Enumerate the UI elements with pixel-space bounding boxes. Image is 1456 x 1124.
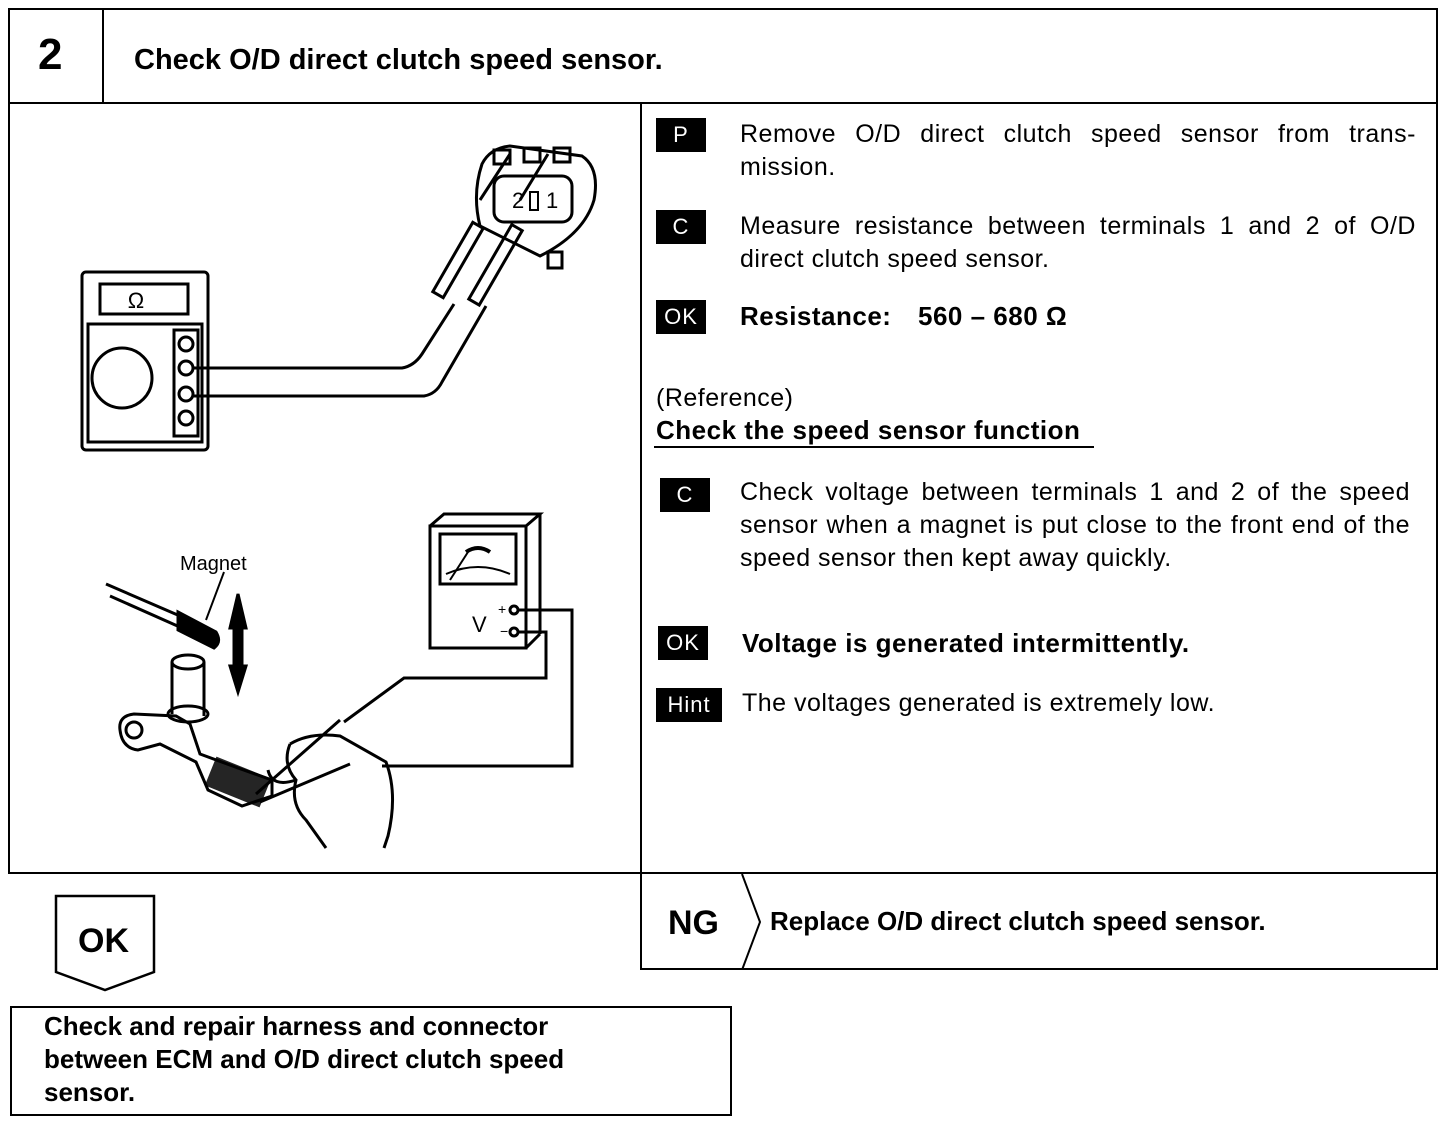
magnet-label: Magnet (180, 553, 247, 575)
step-number: 2 (38, 30, 63, 79)
step-check-voltage: Check voltage between terminals 1 and 2 … (740, 478, 1410, 572)
sensor-connector (475, 144, 597, 258)
ng-label: NG (668, 904, 719, 942)
speed-sensor-bracket (118, 712, 274, 808)
ok-action: Check and repair harness and connector b… (44, 1011, 565, 1107)
plus-label: + (498, 601, 506, 617)
ok-action-box (10, 1006, 732, 1116)
content-frame (8, 102, 1438, 874)
ok-result-tag (54, 894, 156, 992)
minus-label: − (500, 623, 508, 639)
ng-action: Replace O/D direct clutch speed sensor. (770, 906, 1266, 936)
voltmeter-label: V (472, 612, 487, 637)
badge-ok-1: OK (656, 300, 706, 334)
ng-arrow-divider (741, 874, 762, 970)
hand (266, 733, 395, 849)
ohmmeter-display (98, 282, 190, 316)
voltmeter-body (428, 524, 528, 650)
step-measure-resistance: Measure resistance between terminals 1 a… (740, 212, 1416, 273)
ng-result-box (640, 874, 1438, 970)
resistance-value: 560 – 680 Ω (918, 301, 1068, 331)
terminal-2-label: 2 (512, 188, 524, 213)
ohmmeter-panel (86, 322, 204, 444)
motion-arrow (227, 593, 249, 698)
hint-text: The voltages generated is extremely low. (742, 689, 1216, 717)
badge-ok-2: OK (658, 626, 708, 660)
probe-lower (466, 222, 525, 308)
badge-hint: Hint (656, 688, 722, 722)
terminal-1-label: 1 (546, 188, 558, 213)
ohmmeter-body (80, 270, 210, 452)
voltmeter-lead-minus (343, 630, 548, 724)
reference-title: Check the speed sensor function (656, 415, 1081, 445)
test-illustration: Ω 2 1 Magnet V + − (80, 144, 597, 849)
voltage-result: Voltage is generated intermittently. (742, 628, 1190, 658)
page-title: Check O/D direct clutch speed sensor. (134, 44, 663, 76)
badge-check-1: C (656, 210, 706, 244)
voltmeter-lead-plus (382, 608, 574, 768)
lead-lower (194, 305, 488, 398)
step-number-divider (102, 8, 104, 104)
content-divider (640, 102, 642, 970)
reference-underline (654, 446, 1094, 448)
badge-check-2: C (660, 478, 710, 512)
ohmmeter-dial (90, 346, 154, 410)
ok-label: OK (78, 922, 129, 960)
step-remove-sensor: Remove O/D direct clutch speed sensor fr… (740, 120, 1416, 181)
ohm-symbol: Ω (128, 288, 144, 313)
probe-upper (430, 220, 486, 300)
resistance-label: Resistance: (740, 301, 892, 331)
reference-label: (Reference) (656, 384, 794, 412)
magnet (176, 609, 221, 650)
badge-prepare: P (656, 118, 706, 152)
voltmeter-face (438, 532, 518, 586)
step-header (8, 8, 1438, 104)
ohmmeter-jack-strip (172, 328, 200, 438)
lead-upper (194, 303, 456, 370)
